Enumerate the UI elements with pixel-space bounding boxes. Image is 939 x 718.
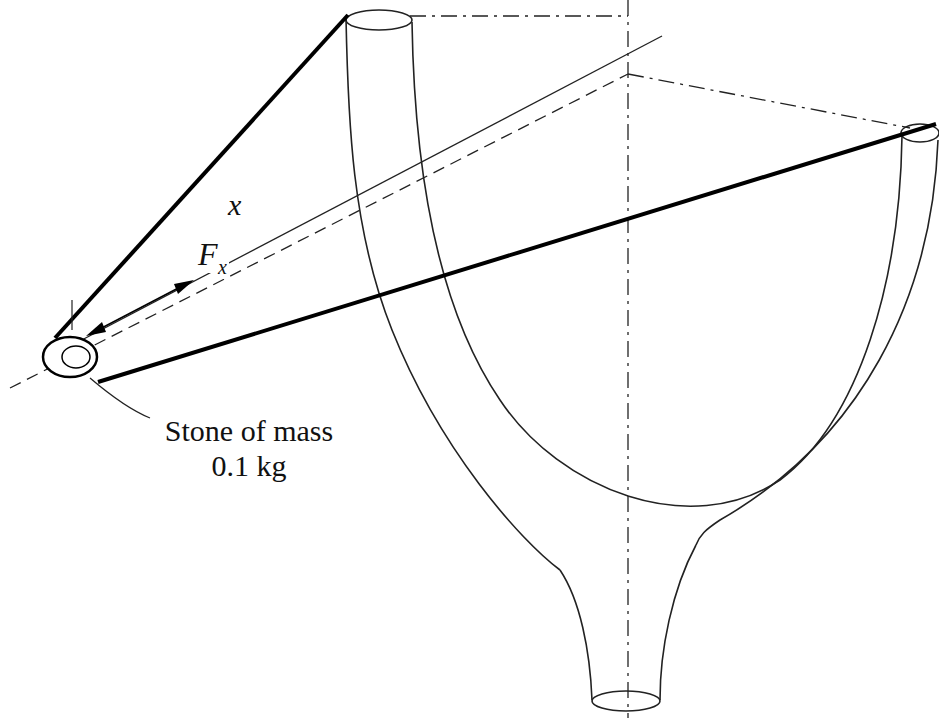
- stone-label: Stone of mass 0.1 kg: [152, 414, 346, 483]
- dimension-label: x: [226, 188, 243, 223]
- force-subscript: x: [216, 256, 229, 279]
